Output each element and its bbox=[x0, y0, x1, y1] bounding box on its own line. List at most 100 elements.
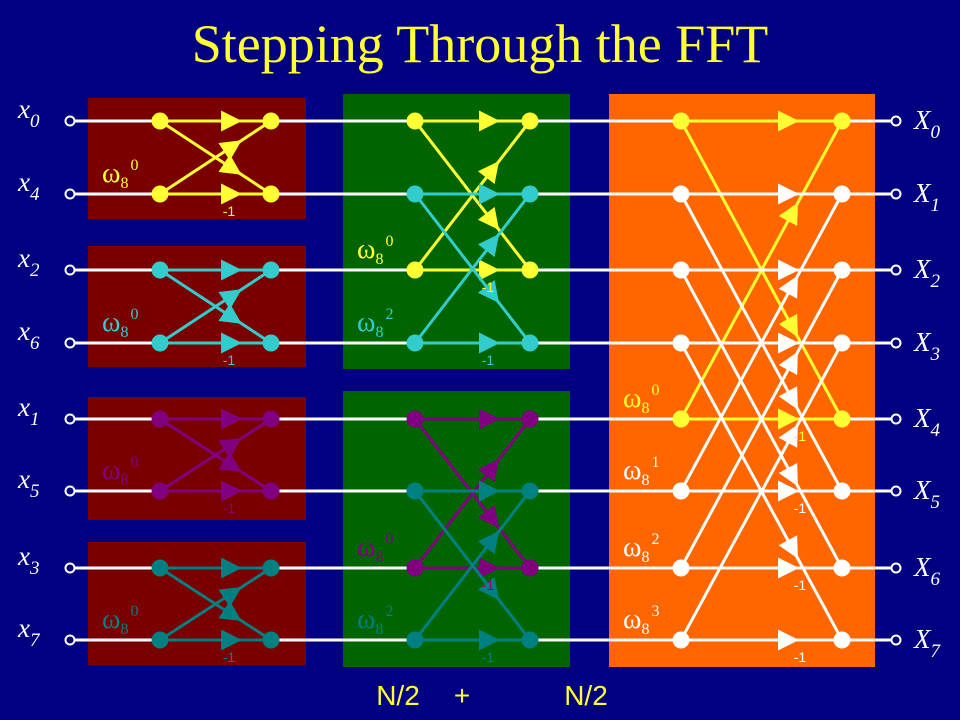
stage3-cross-down-arrow bbox=[778, 386, 799, 410]
twiddle-symbol: ω bbox=[357, 307, 375, 338]
twiddle-label: ω80 bbox=[102, 306, 138, 341]
stage3-node bbox=[672, 185, 690, 203]
input-label-subscript: 2 bbox=[30, 260, 40, 281]
twiddle-symbol: ω bbox=[102, 307, 120, 338]
stage1-node bbox=[151, 482, 169, 500]
input-label: x6 bbox=[17, 316, 40, 354]
stage2-cross-up bbox=[413, 193, 532, 344]
negation-label: -1 bbox=[482, 649, 495, 665]
stage3-cross-up bbox=[679, 342, 844, 641]
input-label-subscript: 7 bbox=[30, 630, 41, 651]
butterfly-nodes bbox=[64, 112, 902, 649]
stage2-cross-up-arrow bbox=[477, 459, 500, 483]
twiddle-label: ω81 bbox=[623, 454, 659, 489]
input-label-subscript: 5 bbox=[30, 481, 40, 502]
stage2-node bbox=[521, 482, 539, 500]
stage3-node bbox=[833, 112, 851, 130]
twiddle-base: 8 bbox=[375, 251, 383, 268]
stage1-cross-down-arrow bbox=[218, 600, 242, 622]
twiddle-label: ω82 bbox=[357, 306, 393, 341]
stage2-node bbox=[521, 112, 539, 130]
twiddle-exponent: 0 bbox=[130, 454, 138, 471]
twiddle-label: ω80 bbox=[357, 531, 393, 566]
negation-label: -1 bbox=[223, 649, 236, 665]
input-label-subscript: 4 bbox=[30, 184, 40, 205]
twiddle-base: 8 bbox=[120, 175, 128, 192]
stage1-node bbox=[151, 261, 169, 279]
stage1-node bbox=[151, 112, 169, 130]
output-terminal bbox=[890, 562, 902, 574]
output-label-base: X bbox=[913, 327, 932, 357]
footer-plus: + bbox=[454, 680, 470, 711]
stage3-node bbox=[833, 261, 851, 279]
footer-right: N/2 bbox=[564, 680, 608, 711]
stage1-node bbox=[151, 410, 169, 428]
negation-label: -1 bbox=[223, 203, 236, 219]
output-label: X1 bbox=[913, 178, 940, 216]
stage1-cross-up-arrow bbox=[218, 437, 242, 459]
stage1-cross-up bbox=[159, 268, 272, 345]
butterfly-edges bbox=[159, 110, 844, 651]
input-label-base: x bbox=[17, 392, 30, 422]
twiddle-label: ω82 bbox=[357, 603, 393, 638]
output-label: X3 bbox=[913, 327, 940, 365]
stage3-node bbox=[833, 631, 851, 649]
input-terminal bbox=[64, 264, 76, 276]
stage1-cross-up-arrow bbox=[218, 586, 242, 608]
stage2-node bbox=[521, 185, 539, 203]
stage2-cross-up bbox=[413, 490, 532, 641]
negation-label: -1 bbox=[482, 577, 495, 593]
twiddle-symbol: ω bbox=[623, 383, 641, 414]
input-label-base: x bbox=[17, 613, 30, 643]
stage1-node bbox=[262, 261, 280, 279]
twiddle-exponent: 1 bbox=[651, 454, 659, 471]
input-label-base: x bbox=[17, 541, 30, 571]
stage2-node bbox=[406, 559, 424, 577]
stage2-cross-up-arrow bbox=[477, 531, 500, 555]
twiddle-exponent: 0 bbox=[651, 382, 659, 399]
negation-label: -1 bbox=[794, 500, 807, 516]
output-label-subscript: 1 bbox=[931, 195, 941, 216]
stage1-node bbox=[262, 334, 280, 352]
stage2-cross-up bbox=[413, 418, 532, 569]
twiddle-symbol: ω bbox=[357, 234, 375, 265]
twiddle-base: 8 bbox=[120, 324, 128, 341]
input-label: x2 bbox=[17, 243, 40, 281]
stage3-node bbox=[672, 334, 690, 352]
twiddle-label: ω80 bbox=[102, 603, 138, 638]
stage1-node bbox=[151, 559, 169, 577]
twiddle-label: ω83 bbox=[623, 603, 659, 638]
stage2-node bbox=[521, 261, 539, 279]
stage1-node bbox=[262, 631, 280, 649]
output-label-subscript: 2 bbox=[931, 271, 941, 292]
stage1-node bbox=[262, 112, 280, 130]
stage1-node bbox=[262, 410, 280, 428]
input-label-base: x bbox=[17, 464, 30, 494]
twiddle-symbol: ω bbox=[102, 158, 120, 189]
negation-label: -1 bbox=[794, 649, 807, 665]
stage2-panel-0 bbox=[343, 94, 570, 369]
stage1-node bbox=[151, 334, 169, 352]
input-label-subscript: 3 bbox=[29, 558, 40, 579]
twiddle-label: ω80 bbox=[623, 382, 659, 417]
twiddle-symbol: ω bbox=[357, 532, 375, 563]
output-label-subscript: 4 bbox=[931, 420, 941, 441]
twiddle-symbol: ω bbox=[623, 532, 641, 563]
input-terminal bbox=[64, 337, 76, 349]
stage1-cross-up bbox=[159, 119, 272, 196]
stage3-node bbox=[672, 261, 690, 279]
stage3-node bbox=[672, 410, 690, 428]
twiddle-exponent: 0 bbox=[385, 233, 393, 250]
output-terminal bbox=[890, 634, 902, 646]
input-label-base: x bbox=[17, 316, 30, 346]
stage3-node bbox=[833, 410, 851, 428]
stage3-node bbox=[672, 112, 690, 130]
stage1-cross-up-arrow bbox=[218, 140, 242, 161]
stage3-cross-up-arrow bbox=[778, 424, 799, 448]
twiddle-symbol: ω bbox=[357, 604, 375, 635]
negation-label: -1 bbox=[223, 500, 236, 516]
output-label-base: X bbox=[913, 552, 932, 582]
twiddle-base: 8 bbox=[375, 621, 383, 638]
stage1-node bbox=[262, 559, 280, 577]
